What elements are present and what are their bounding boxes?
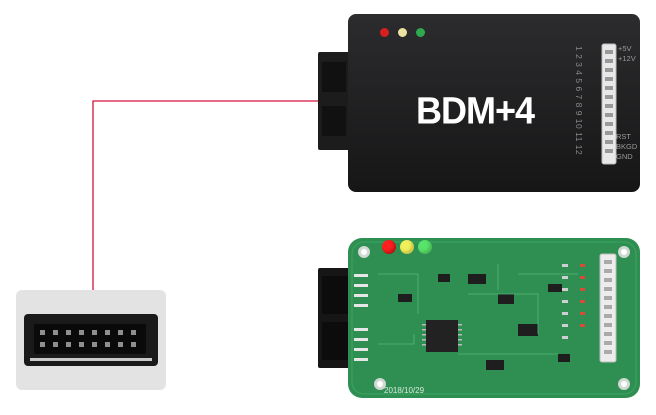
power-labels: +5V +12V [618,44,636,64]
pcb-date-label: 2018/10/29 [384,386,425,395]
label-gnd: GND [616,152,633,161]
pcb-board-art [318,238,640,398]
red-led-icon [380,28,389,37]
connector-closeup-panel [16,290,166,390]
label-12v: +12V [618,54,636,63]
label-5v: +5V [618,44,632,53]
signal-labels: RST BKGD GND [616,132,637,162]
pcb-led-group [382,240,432,254]
pcb-yellow-led-icon [400,240,414,254]
connector-closeup-art [24,314,158,366]
device-title: BDM+4 [416,88,535,132]
pcb-red-led-icon [382,240,396,254]
label-rst: RST [616,132,631,141]
pcb-board: 2018/10/29 [318,234,640,402]
pcb-green-led-icon [418,240,432,254]
bdm-led-group [380,28,425,37]
bdm-box-body [318,14,640,192]
bdm-adapter-box: BDM+4 1 2 3 4 5 6 7 8 9 10 11 12 +5V +12… [318,14,640,192]
yellow-led-icon [398,28,407,37]
green-led-icon [416,28,425,37]
label-bkgd: BKGD [616,142,638,151]
pin-number-strip: 1 2 3 4 5 6 7 8 9 10 11 12 [574,46,584,156]
